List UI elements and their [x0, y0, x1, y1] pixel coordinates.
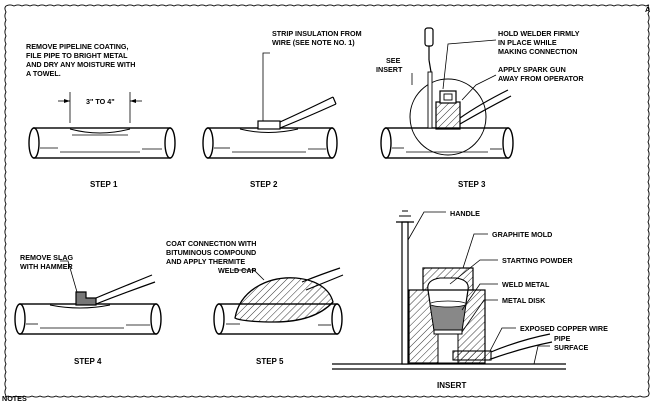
- step2-label: STEP 2: [250, 180, 278, 189]
- wavy-border: [4, 4, 650, 398]
- step5-note-line: AND APPLY THERMITE: [166, 257, 245, 266]
- step2-note-line: STRIP INSULATION FROM: [272, 29, 362, 38]
- step4-note-line: REMOVE SLAG: [20, 253, 74, 262]
- step5-illustration: [213, 267, 344, 335]
- insert-callout-starting-powder: STARTING POWDER: [502, 256, 573, 265]
- notes-heading: NOTES: [2, 394, 27, 402]
- step5-note-line: WELD CAP: [218, 266, 257, 275]
- step1-note-line: AND DRY ANY MOISTURE WITH: [26, 60, 135, 69]
- step3-welder-note-line: HOLD WELDER FIRMLY: [498, 29, 580, 38]
- step3-welder-note-line: IN PLACE WHILE: [498, 38, 557, 47]
- insert-callout-surface: SURFACE: [554, 343, 589, 352]
- insert-label: INSERT: [437, 381, 466, 390]
- step3-welder-note-line: MAKING CONNECTION: [498, 47, 577, 56]
- step1-label: STEP 1: [90, 180, 118, 189]
- insert-illustration: [332, 210, 566, 370]
- step1-note-line: FILE PIPE TO BRIGHT METAL: [26, 51, 128, 60]
- insert-callout-copper-wire: EXPOSED COPPER WIRE: [520, 324, 608, 333]
- step1-illustration: [28, 92, 176, 159]
- step4-illustration: [14, 260, 162, 335]
- step3-insert-note-line: INSERT: [376, 65, 403, 74]
- step5-note-line: BITUMINOUS COMPOUND: [166, 248, 256, 257]
- step1-dimension: 3" TO 4": [86, 97, 115, 106]
- step3-spark-note-line: APPLY SPARK GUN: [498, 65, 566, 74]
- step5-label: STEP 5: [256, 357, 284, 366]
- step2-note-line: WIRE (SEE NOTE NO. 1): [272, 38, 355, 47]
- insert-callout-handle: HANDLE: [450, 209, 480, 218]
- step5-note-line: COAT CONNECTION WITH: [166, 239, 257, 248]
- step3-label: STEP 3: [458, 180, 486, 189]
- corner-mark: A: [645, 5, 650, 14]
- insert-callout-metal-disk: METAL DISK: [502, 296, 546, 305]
- insert-callout-weld-metal: WELD METAL: [502, 280, 550, 289]
- step4-note-line: WITH HAMMER: [20, 262, 74, 271]
- insert-callout-pipe: PIPE: [554, 334, 571, 343]
- insert-callout-graphite-mold: GRAPHITE MOLD: [492, 230, 552, 239]
- step3-spark-note-line: AWAY FROM OPERATOR: [498, 74, 584, 83]
- step1-note-line: A TOWEL.: [26, 69, 61, 78]
- step1-note-line: REMOVE PIPELINE COATING,: [26, 42, 129, 51]
- step3-illustration: [380, 27, 514, 159]
- step2-illustration: [202, 52, 338, 159]
- step4-label: STEP 4: [74, 357, 102, 366]
- step3-insert-note-line: SEE: [386, 56, 401, 65]
